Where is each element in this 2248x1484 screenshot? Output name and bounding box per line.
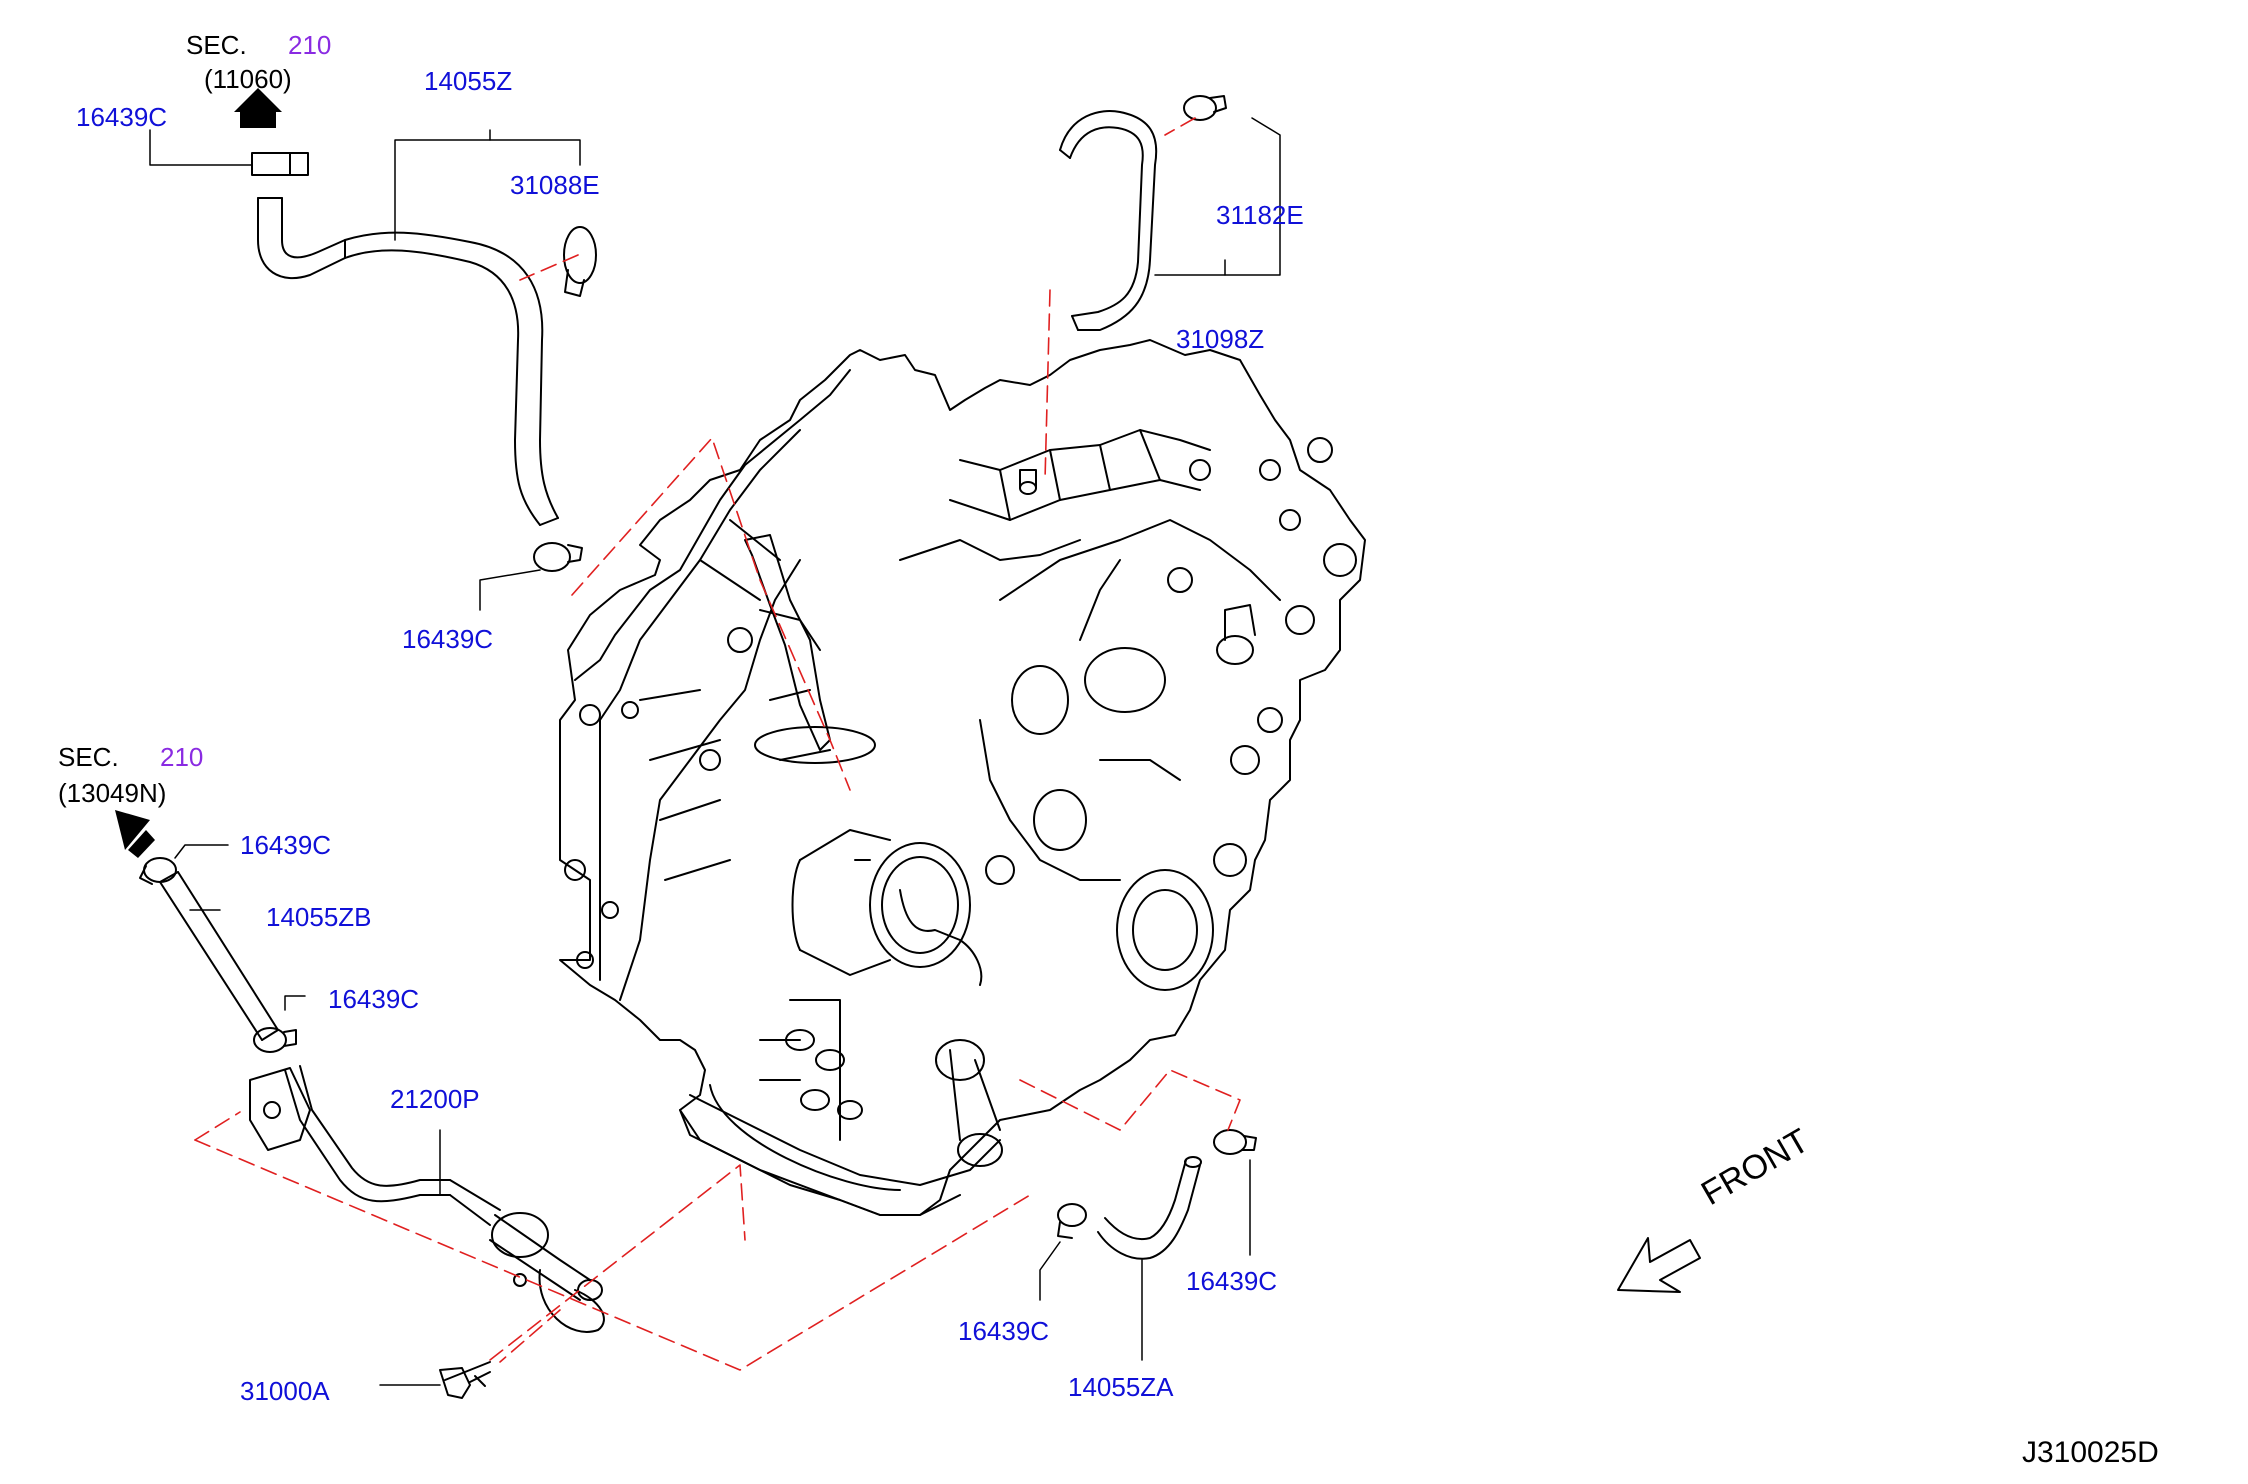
hose-31098z xyxy=(1059,110,1158,331)
part-label-16439c-top: 16439C xyxy=(76,102,168,132)
part-label-31000a: 31000A xyxy=(240,1376,330,1406)
clamp-16439c-left1 xyxy=(139,857,177,885)
part-label-16439c-left2: 16439C xyxy=(328,984,420,1014)
transmission-case xyxy=(559,339,1366,1216)
clamp-16439c-bot xyxy=(1057,1203,1087,1239)
front-arrow-icon xyxy=(1617,1237,1701,1293)
part-label-14055za: 14055ZA xyxy=(1068,1372,1174,1402)
section-label-2: SEC. xyxy=(58,742,119,772)
part-label-16439c-bot: 16439C xyxy=(958,1316,1050,1346)
bolt-31000a xyxy=(439,1361,491,1399)
section-ref-2: (13049N) xyxy=(58,778,167,808)
part-label-21200p: 21200P xyxy=(390,1084,480,1114)
part-label-31182e: 31182E xyxy=(1216,200,1304,230)
diagram-code: J310025D xyxy=(2022,1436,2159,1469)
hose-14055zb xyxy=(159,871,279,1041)
phantom-lines xyxy=(194,117,1241,1371)
section-number-2: 210 xyxy=(160,742,204,772)
tube-21200p xyxy=(249,1065,605,1333)
part-label-14055z: 14055Z xyxy=(424,66,513,96)
clamp-31088e xyxy=(563,226,597,297)
clamp-16439c-left2 xyxy=(253,1027,297,1053)
hose-14055z xyxy=(257,197,559,526)
connector-16439c-top xyxy=(251,152,309,176)
part-label-31098z: 31098Z xyxy=(1176,324,1265,354)
hose-14055za xyxy=(1097,1156,1202,1260)
section-number-1: 210 xyxy=(288,30,332,60)
section-ref-1: (11060) xyxy=(204,64,292,94)
part-label-14055zb: 14055ZB xyxy=(266,902,372,932)
leader-lines xyxy=(149,117,1281,1386)
arrows xyxy=(115,88,282,858)
clamp-16439c-right xyxy=(1213,1129,1257,1155)
clamp-16439c-mid xyxy=(533,542,583,572)
clamp-31182e xyxy=(1183,95,1227,121)
section-label-1: SEC. xyxy=(186,30,247,60)
part-label-31088e: 31088E xyxy=(510,170,600,200)
part-label-16439c-right: 16439C xyxy=(1186,1266,1278,1296)
part-label-16439c-mid: 16439C xyxy=(402,624,494,654)
part-label-16439c-left1: 16439C xyxy=(240,830,332,860)
